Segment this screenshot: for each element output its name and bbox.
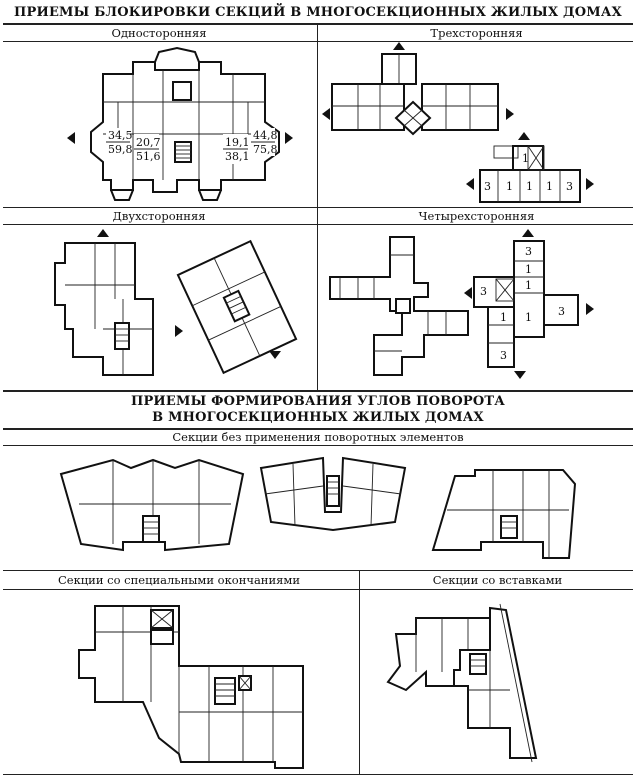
schema-number: 3	[558, 305, 565, 318]
label-no-turn-elements: Секции без применения поворотных элемент…	[172, 430, 464, 444]
divider	[3, 390, 633, 392]
schema-number: 1	[526, 180, 533, 193]
area-value: 38,1	[225, 150, 250, 163]
area-value: 51,6	[136, 150, 161, 163]
schema-number: 1	[525, 311, 532, 324]
schema-number: 3	[480, 285, 487, 298]
label-inserts: Секции со вставками	[432, 573, 563, 587]
schema-number: 3	[525, 245, 532, 258]
divider	[359, 571, 360, 774]
schema-number: 1	[500, 311, 507, 324]
no-turn-elements-plan	[3, 446, 633, 570]
label-four-sided: Четырехсторонняя	[418, 209, 535, 223]
schema-number: 1	[546, 180, 553, 193]
one-sided-plan: 34,5 59,8 20,7 51,6 19,1 38,1 44,8 75,8	[3, 42, 316, 207]
divider	[3, 589, 633, 590]
area-value: 44,8	[253, 129, 278, 142]
area-value: 34,5	[108, 129, 133, 142]
divider	[3, 41, 633, 42]
divider	[3, 428, 633, 430]
special-endings-plan	[3, 590, 358, 774]
divider	[3, 23, 633, 25]
section1-title: ПРИЕМЫ БЛОКИРОВКИ СЕКЦИЙ В МНОГОСЕКЦИОНН…	[14, 5, 622, 20]
four-sided-plan: 3 1 3 1 1 1 3 3	[318, 225, 633, 390]
divider	[3, 445, 633, 446]
area-value: 75,8	[253, 143, 278, 156]
label-three-sided: Трехсторонняя	[430, 26, 523, 40]
area-value: 19,1	[225, 136, 250, 149]
schema-number: 3	[566, 180, 573, 193]
inserts-plan	[360, 590, 633, 774]
schema-number: 1	[522, 152, 529, 165]
schema-number: 1	[525, 279, 532, 292]
label-one-sided: Односторонняя	[111, 26, 207, 40]
schema-number: 3	[500, 349, 507, 362]
section2-title-line1: ПРИЕМЫ ФОРМИРОВАНИЯ УГЛОВ ПОВОРОТА	[130, 394, 506, 409]
divider	[3, 207, 633, 208]
area-value: 59,8	[108, 143, 133, 156]
divider	[3, 774, 633, 775]
schema-number: 1	[506, 180, 513, 193]
schema-number: 3	[484, 180, 491, 193]
label-two-sided: Двухсторонняя	[112, 209, 206, 223]
three-sided-plan: 1 3 1 1 1 3	[318, 42, 633, 207]
divider	[3, 570, 633, 571]
two-sided-plan	[3, 225, 316, 390]
area-value: 20,7	[136, 136, 161, 149]
schema-number: 1	[525, 263, 532, 276]
divider	[3, 224, 633, 225]
section2-title-line2: В МНОГОСЕКЦИОННЫХ ЖИЛЫХ ДОМАХ	[152, 410, 484, 425]
label-special-endings: Секции со специальными окончаниями	[57, 573, 301, 587]
